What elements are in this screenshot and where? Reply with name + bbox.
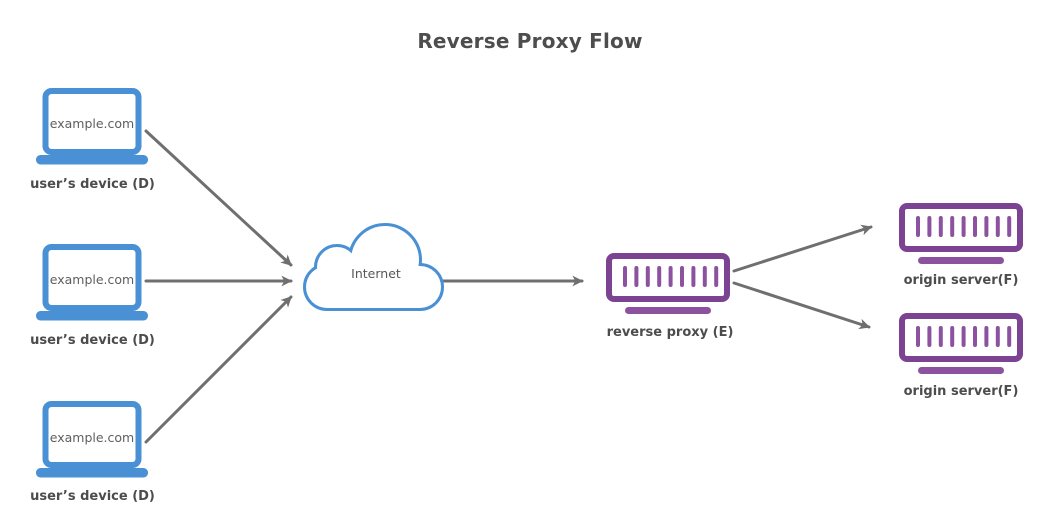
server-icon — [609, 256, 727, 314]
user-device-3: example.com user’s device (D) — [30, 404, 155, 504]
internet: Internet — [303, 223, 444, 311]
device-label: user’s device (D) — [30, 489, 155, 504]
user-device-1: example.com user’s device (D) — [30, 91, 155, 192]
arrow-device1-to-internet — [144, 129, 293, 267]
reverse-proxy-label: reverse proxy (E) — [607, 325, 734, 340]
origin-server-label: origin server(F) — [904, 384, 1019, 399]
arrow-proxy-to-origin2 — [732, 281, 871, 330]
edges — [144, 129, 873, 444]
reverse-proxy: reverse proxy (E) — [607, 256, 734, 340]
device-screen-text: example.com — [50, 430, 134, 445]
device-label: user’s device (D) — [30, 333, 155, 348]
device-screen-text: example.com — [50, 116, 134, 131]
origin-server-1: origin server(F) — [902, 206, 1020, 288]
server-icon — [902, 316, 1020, 374]
arrow-proxy-to-origin1 — [732, 224, 873, 273]
user-device-2: example.com user’s device (D) — [30, 247, 155, 348]
device-screen-text: example.com — [50, 272, 134, 287]
origin-server-2: origin server(F) — [902, 316, 1020, 399]
internet-label: Internet — [351, 266, 401, 281]
diagram-title: Reverse Proxy Flow — [417, 29, 642, 53]
origin-server-label: origin server(F) — [904, 273, 1019, 288]
arrow-device3-to-internet — [144, 295, 293, 444]
cloud-icon — [303, 223, 444, 311]
server-icon — [902, 206, 1020, 264]
device-label: user’s device (D) — [30, 177, 155, 192]
